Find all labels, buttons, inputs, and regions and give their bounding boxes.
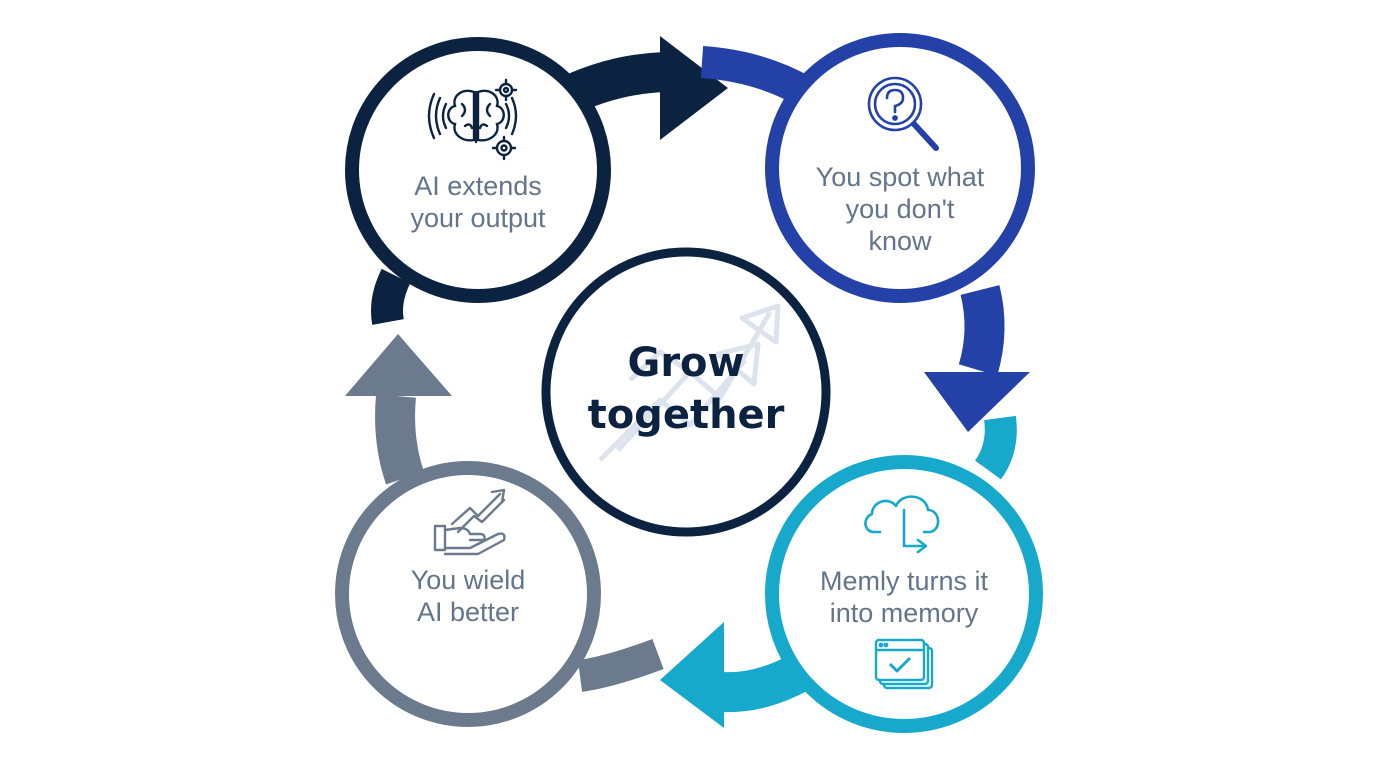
node-you-wield-line-1: You wield	[411, 565, 526, 595]
node-you-spot-line-3: know	[868, 226, 932, 256]
center-title-line-1: Grow	[628, 340, 745, 386]
arrow-spot-to-memly	[924, 285, 1030, 432]
node-ai-extends-line-2: your output	[410, 203, 546, 233]
node-memly-turns-line-1: Memly turns it	[820, 566, 989, 596]
node-you-wield-line-2: AI better	[417, 597, 519, 627]
node-you-spot-line-1: You spot what	[816, 162, 985, 192]
node-ai-extends: AI extends your output	[345, 37, 611, 303]
node-you-spot: You spot what you don't know	[765, 33, 1035, 303]
checked-window-stack-icon	[874, 638, 934, 690]
center-node: Grow together	[541, 247, 831, 537]
growth-arrows-watermark-icon	[598, 303, 781, 462]
node-memly-turns: Memly turns it into memory	[765, 455, 1043, 733]
cloud-download-icon	[864, 495, 940, 554]
arrow-wield-to-ai	[345, 334, 452, 485]
brain-gears-icon	[427, 78, 518, 161]
node-ai-extends-line-1: AI extends	[414, 171, 542, 201]
node-you-wield: You wield AI better	[335, 461, 601, 727]
magnifier-question-icon	[867, 76, 939, 151]
node-you-spot-line-2: you don't	[846, 194, 955, 224]
node-memly-turns-line-2: into memory	[830, 598, 979, 628]
hand-growth-chart-icon	[433, 488, 506, 556]
center-title-line-2: together	[588, 392, 785, 438]
